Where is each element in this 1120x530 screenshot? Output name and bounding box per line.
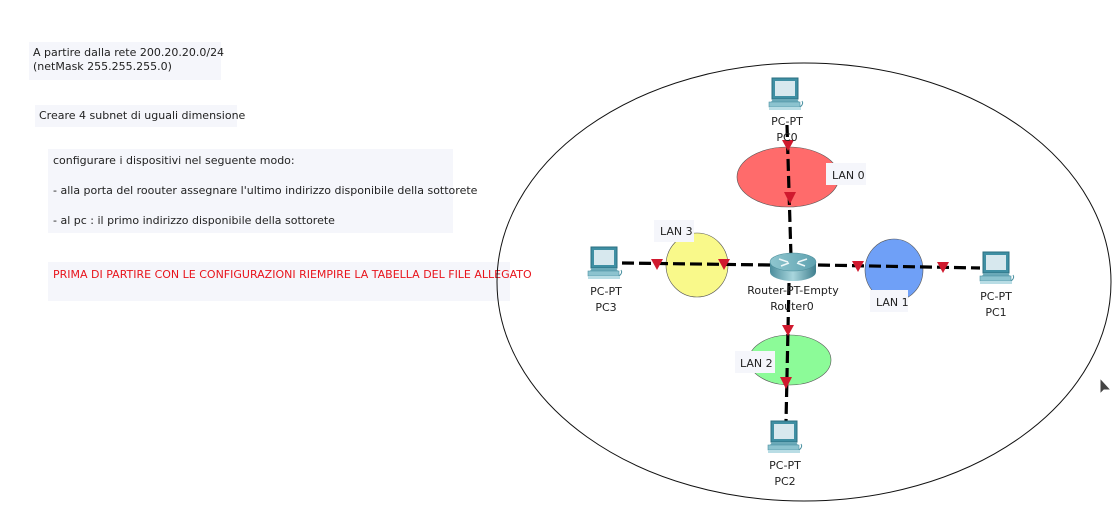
note-network-line-1: A partire dalla rete 200.20.20.0/24 <box>33 46 225 59</box>
note-warning-text: PRIMA DI PARTIRE CON LE CONFIGURAZIONI R… <box>53 268 532 281</box>
link-marker-router-lan1 <box>852 261 864 272</box>
lan-2-label: LAN 2 <box>740 357 773 370</box>
mouse-cursor-icon <box>1099 377 1113 396</box>
router-icon[interactable] <box>769 252 817 281</box>
note-network: A partire dalla rete 200.20.20.0/24 (net… <box>29 42 225 80</box>
pc0-model-label: PC-PT <box>771 115 803 128</box>
link-marker-router-lan0 <box>784 192 796 204</box>
link-marker-pc0 <box>782 140 794 151</box>
network-boundary-ellipse <box>496 62 1112 502</box>
lan-1-label: LAN 1 <box>876 296 909 309</box>
lan-0-label: LAN 0 <box>832 169 865 182</box>
pc0-computer-icon[interactable] <box>768 77 804 111</box>
pc2-model-label: PC-PT <box>769 459 801 472</box>
link-router-pc2[interactable] <box>784 282 791 423</box>
pc0-name-label: PC0 <box>776 131 797 144</box>
pc1-model-label: PC-PT <box>980 290 1012 303</box>
link-marker-router-lan3 <box>718 259 730 270</box>
link-marker-router-lan2 <box>782 325 794 336</box>
note-subnets: Creare 4 subnet di uguali dimensione <box>35 105 246 127</box>
note-config-line-3: - al pc : il primo indirizzo disponibile… <box>53 214 335 227</box>
note-subnets-text: Creare 4 subnet di uguali dimensione <box>39 109 246 122</box>
note-config: configurare i dispositivi nel seguente m… <box>48 149 478 233</box>
note-config-line-1: configurare i dispositivi nel seguente m… <box>53 154 295 167</box>
router-model-label: Router-PT-Empty <box>747 284 839 297</box>
link-router-pc3[interactable] <box>621 261 771 267</box>
link-marker-pc3 <box>651 259 663 270</box>
link-router-pc1[interactable] <box>817 263 981 270</box>
link-marker-pc1 <box>937 262 949 273</box>
router-name-label: Router0 <box>770 300 813 313</box>
pc3-name-label: PC3 <box>595 301 616 314</box>
lan-3-label: LAN 3 <box>660 225 693 238</box>
note-config-line-2: - alla porta del roouter assegnare l'ult… <box>53 184 478 197</box>
link-marker-pc2 <box>780 377 792 389</box>
note-warning: PRIMA DI PARTIRE CON LE CONFIGURAZIONI R… <box>48 262 532 301</box>
pc2-computer-icon[interactable] <box>767 420 803 454</box>
pc1-name-label: PC1 <box>985 306 1006 319</box>
pc2-name-label: PC2 <box>774 475 795 488</box>
note-network-line-2: (netMask 255.255.255.0) <box>33 60 172 73</box>
pc3-model-label: PC-PT <box>590 285 622 298</box>
pc1-computer-icon[interactable] <box>979 251 1015 285</box>
pc3-computer-icon[interactable] <box>587 246 623 280</box>
